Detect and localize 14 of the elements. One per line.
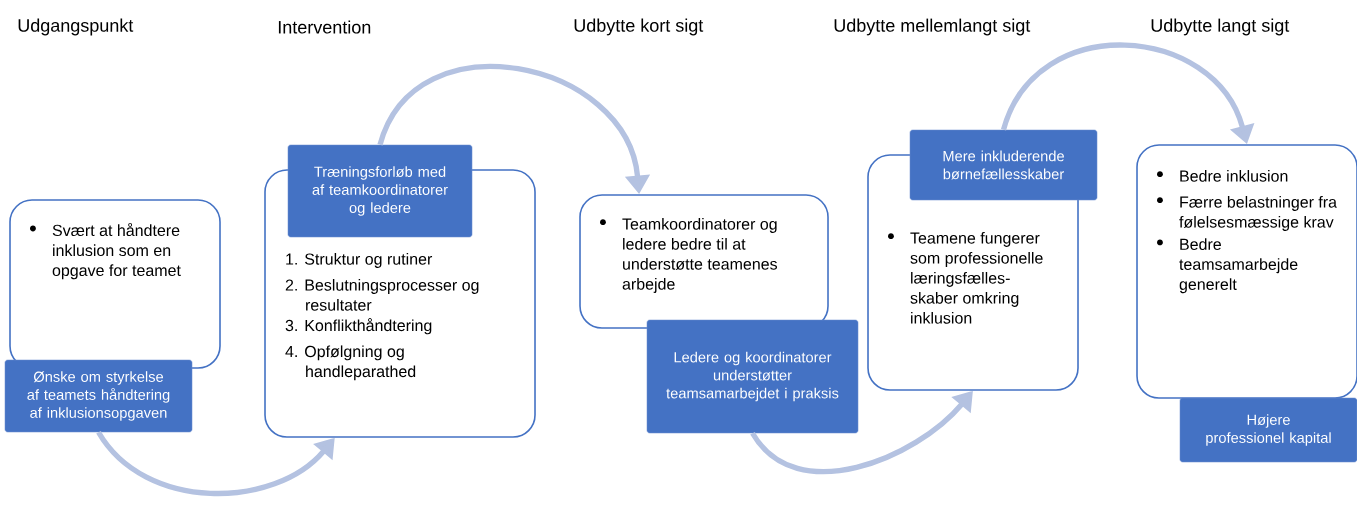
column-heading: Intervention [278,20,371,34]
label-box: Højere professionel kapital [1179,397,1357,463]
column-heading: Udbytte kort sigt [574,18,704,36]
text-box: Svært at håndtere inklusion som en opgave for teamet [9,199,221,369]
label-box: Træningsforløb med af teamkoordinatorer og ledere [287,144,473,238]
label-box: Ønske om styrkelse af teamets håndtering af inklusionsopgaven [4,359,193,433]
text-box: Bedre inklusion Færre belastninger fra følelsesmæssige krav Bedre teamsamarbejde generelt [1136,144,1357,399]
column-heading: Udgangspunkt [18,18,134,36]
text-box: Teamkoordinatorer og ledere bedre til at understøtte teamenes arbejde [579,194,829,329]
column-heading: Udbytte mellemlangt sigt [834,18,1031,36]
curved-arrow [96,430,335,496]
label-box: Ledere og koordinatorer understøtter teamsamarbejdet i praksis [646,319,859,434]
label-box: Mere inkluderende børnefællesskaber [909,129,1098,201]
column-heading: Udbytte langt sigt [1151,18,1290,36]
